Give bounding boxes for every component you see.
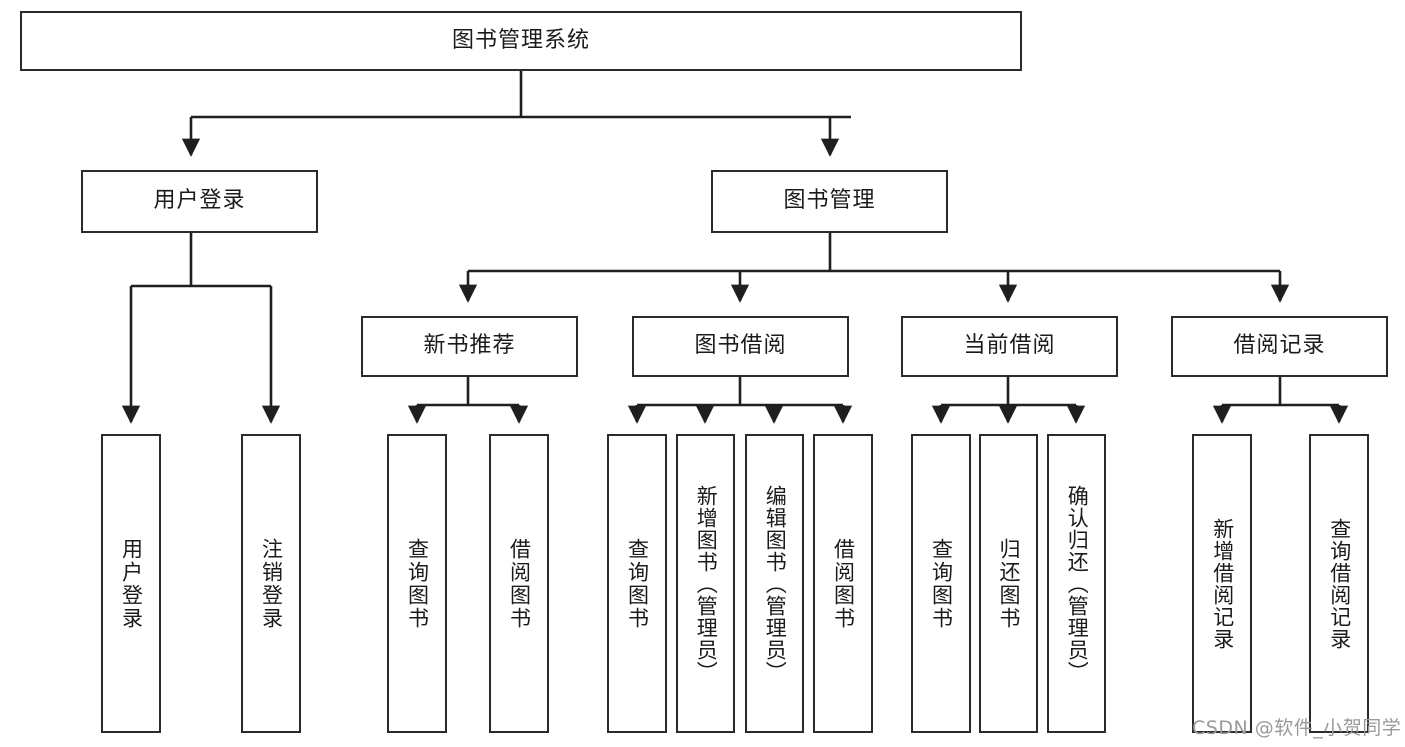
node-leaf-query-record[interactable]: 查询借阅记录 <box>1309 434 1369 733</box>
node-book-manage[interactable]: 图书管理 <box>711 170 948 233</box>
node-leaf-borrow-book-1-label: 借阅图书 <box>507 537 532 630</box>
node-leaf-add-record[interactable]: 新增借阅记录 <box>1192 434 1252 733</box>
node-leaf-query-book-2[interactable]: 查询图书 <box>607 434 667 733</box>
node-leaf-confirm-return[interactable]: 确认归还（管理员） <box>1047 434 1106 733</box>
node-leaf-query-book-1-label: 查询图书 <box>405 537 430 630</box>
node-leaf-query-record-label: 查询借阅记录 <box>1327 517 1352 650</box>
node-leaf-logout[interactable]: 注销登录 <box>241 434 301 733</box>
node-leaf-add-record-label: 新增借阅记录 <box>1210 517 1235 650</box>
node-leaf-query-book-3-label: 查询图书 <box>929 537 954 630</box>
node-leaf-edit-book-label: 编辑图书（管理员） <box>763 484 788 683</box>
node-leaf-borrow-book-2-label: 借阅图书 <box>831 537 856 630</box>
node-book-borrow-label: 图书借阅 <box>694 333 787 359</box>
node-leaf-query-book-1[interactable]: 查询图书 <box>387 434 447 733</box>
node-leaf-user-login-label: 用户登录 <box>119 537 144 630</box>
node-borrow-record[interactable]: 借阅记录 <box>1171 316 1388 377</box>
node-leaf-add-book[interactable]: 新增图书（管理员） <box>676 434 735 733</box>
node-user-login[interactable]: 用户登录 <box>81 170 318 233</box>
node-book-manage-label: 图书管理 <box>783 188 876 214</box>
node-root-label: 图书管理系统 <box>451 27 590 53</box>
node-user-login-label: 用户登录 <box>153 188 246 214</box>
node-leaf-return-book[interactable]: 归还图书 <box>979 434 1038 733</box>
node-leaf-user-login[interactable]: 用户登录 <box>101 434 161 733</box>
node-leaf-borrow-book-1[interactable]: 借阅图书 <box>489 434 549 733</box>
node-leaf-edit-book[interactable]: 编辑图书（管理员） <box>745 434 804 733</box>
node-book-borrow[interactable]: 图书借阅 <box>632 316 849 377</box>
node-borrow-record-label: 借阅记录 <box>1233 333 1326 359</box>
node-new-book-recommend-label: 新书推荐 <box>423 333 516 359</box>
node-current-borrow-label: 当前借阅 <box>963 333 1056 359</box>
node-new-book-recommend[interactable]: 新书推荐 <box>361 316 578 377</box>
node-leaf-logout-label: 注销登录 <box>259 537 284 630</box>
csdn-watermark: CSDN @软件_小贺同学 <box>1192 717 1402 739</box>
node-leaf-add-book-label: 新增图书（管理员） <box>694 484 719 683</box>
node-leaf-borrow-book-2[interactable]: 借阅图书 <box>813 434 873 733</box>
node-leaf-query-book-2-label: 查询图书 <box>625 537 650 630</box>
node-root[interactable]: 图书管理系统 <box>20 11 1022 71</box>
node-leaf-confirm-return-label: 确认归还（管理员） <box>1065 484 1090 683</box>
node-leaf-return-book-label: 归还图书 <box>996 537 1021 630</box>
node-leaf-query-book-3[interactable]: 查询图书 <box>911 434 971 733</box>
node-current-borrow[interactable]: 当前借阅 <box>901 316 1118 377</box>
